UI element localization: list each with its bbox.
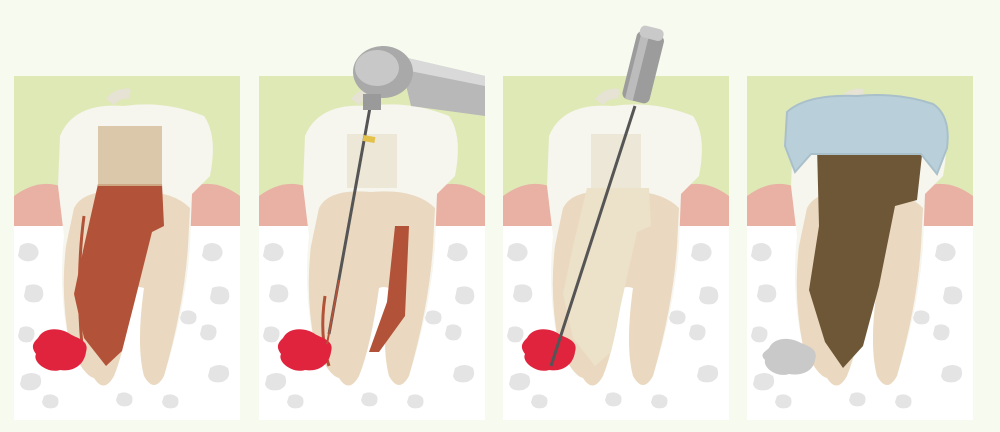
crown-cap — [783, 94, 949, 176]
cleaned-canal — [563, 188, 651, 366]
stage-2-drilling — [259, 46, 485, 420]
abscess — [521, 329, 576, 371]
stage-3-cleaning — [503, 25, 729, 420]
enamel-cavity — [98, 126, 162, 186]
root-filling — [809, 146, 923, 368]
dental-handpiece-icon — [353, 46, 485, 116]
abscess — [277, 329, 332, 371]
file-stopper — [362, 135, 376, 143]
access-opening — [347, 134, 397, 188]
inflamed-pulp — [74, 184, 164, 366]
hand-file-shaft — [549, 105, 637, 367]
hand-file-handle-icon — [622, 25, 664, 104]
abscess — [32, 329, 87, 371]
root-canal-left — [77, 215, 86, 347]
stage-4-filled-and-crowned — [747, 76, 973, 420]
file-tip — [326, 279, 340, 345]
stage-1-infected-tooth — [14, 76, 240, 420]
remaining-pulp — [369, 226, 409, 352]
healing-area — [762, 338, 816, 375]
